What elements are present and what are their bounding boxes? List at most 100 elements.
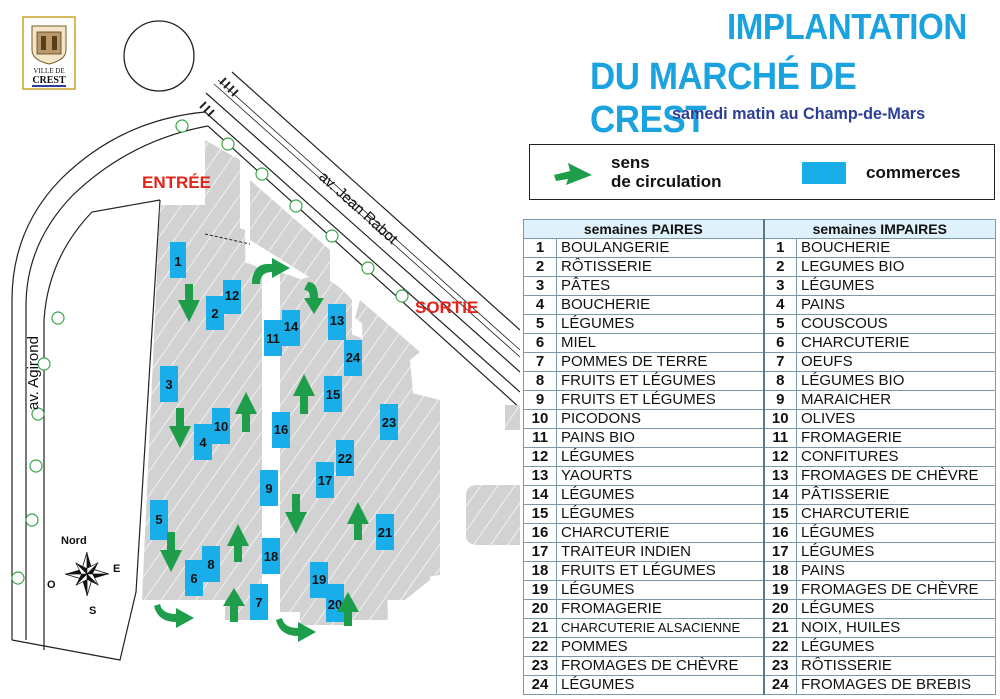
row-number-impaires: 19 bbox=[762, 580, 798, 600]
arrow-up bbox=[347, 502, 369, 540]
svg-text:22: 22 bbox=[338, 451, 352, 466]
row-commerce-impaires: LÉGUMES bbox=[796, 276, 997, 296]
row-number-impaires: 17 bbox=[762, 542, 798, 562]
row-commerce-paires: LÉGUMES bbox=[555, 314, 765, 334]
row-commerce-paires: FRUITS ET LÉGUMES bbox=[555, 390, 765, 410]
svg-text:4: 4 bbox=[199, 435, 207, 450]
compass-est: E bbox=[113, 563, 120, 575]
stall-20: 20 bbox=[326, 584, 344, 622]
legend-commerces: commerces bbox=[866, 163, 961, 182]
arrow-down bbox=[160, 532, 182, 572]
sortie-label: SORTIE bbox=[415, 298, 478, 317]
stall-24: 24 bbox=[344, 340, 362, 376]
arrow-curve-right bbox=[276, 618, 316, 642]
row-number-paires: 23 bbox=[523, 656, 557, 676]
stall-23: 23 bbox=[380, 404, 398, 440]
row-commerce-impaires: PAINS bbox=[796, 295, 997, 315]
stall-15: 15 bbox=[324, 376, 342, 412]
arrow-curve-right bbox=[252, 258, 290, 284]
row-number-impaires: 9 bbox=[762, 390, 798, 410]
row-number-impaires: 2 bbox=[762, 257, 798, 277]
row-number-paires: 10 bbox=[523, 409, 557, 429]
row-commerce-impaires: LÉGUMES bbox=[796, 599, 997, 619]
row-number-impaires: 6 bbox=[762, 333, 798, 353]
parking-areas bbox=[142, 140, 520, 625]
svg-text:15: 15 bbox=[326, 387, 340, 402]
svg-text:23: 23 bbox=[382, 415, 396, 430]
stall-14: 14 bbox=[282, 310, 300, 346]
svg-text:13: 13 bbox=[330, 313, 344, 328]
stalls: 1 2 12 3 4 10 11 14 13 24 15 16 23 22 17… bbox=[150, 242, 398, 622]
row-number-paires: 6 bbox=[523, 333, 557, 353]
stall-5: 5 bbox=[150, 500, 168, 540]
row-number-impaires: 21 bbox=[762, 618, 798, 638]
arrow-curve-right bbox=[154, 604, 194, 628]
logo-line2: CREST bbox=[32, 75, 66, 86]
row-commerce-impaires: LÉGUMES BIO bbox=[796, 371, 997, 391]
row-commerce-paires: FRUITS ET LÉGUMES bbox=[555, 371, 765, 391]
row-commerce-paires: LÉGUMES bbox=[555, 580, 765, 600]
row-number-impaires: 20 bbox=[762, 599, 798, 619]
street-label-agirond: av. Agirond bbox=[25, 336, 42, 410]
legend-circulation: sens de circulation bbox=[611, 153, 722, 191]
row-commerce-paires: LÉGUMES bbox=[555, 485, 765, 505]
row-commerce-paires: RÔTISSERIE bbox=[555, 257, 765, 277]
svg-text:19: 19 bbox=[312, 572, 326, 587]
row-number-paires: 4 bbox=[523, 295, 557, 315]
header-paires: semaines PAIRES bbox=[522, 219, 765, 239]
svg-text:20: 20 bbox=[328, 597, 342, 612]
row-commerce-impaires: LEGUMES BIO bbox=[796, 257, 997, 277]
logo-line1: VILLE DE bbox=[33, 67, 64, 75]
row-commerce-paires: LÉGUMES bbox=[555, 447, 765, 467]
stall-19: 19 bbox=[310, 562, 328, 598]
trees bbox=[11, 119, 409, 585]
arrow-down bbox=[285, 494, 307, 534]
row-commerce-impaires: FROMAGES DE BREBIS bbox=[796, 675, 997, 695]
row-commerce-paires: POMMES bbox=[555, 637, 765, 657]
row-number-impaires: 8 bbox=[762, 371, 798, 391]
svg-text:2: 2 bbox=[211, 306, 218, 321]
row-commerce-paires: CHARCUTERIE bbox=[555, 523, 765, 543]
row-commerce-paires: FRUITS ET LÉGUMES bbox=[555, 561, 765, 581]
row-number-paires: 14 bbox=[523, 485, 557, 505]
row-number-impaires: 23 bbox=[762, 656, 798, 676]
stall-17: 17 bbox=[316, 462, 334, 498]
legend-circulation-line1: sens bbox=[611, 153, 650, 172]
row-commerce-paires: LÉGUMES bbox=[555, 504, 765, 524]
commerces-swatch bbox=[802, 162, 846, 184]
compass-sud: S bbox=[89, 605, 96, 617]
row-number-impaires: 22 bbox=[762, 637, 798, 657]
arrow-down bbox=[169, 408, 191, 448]
row-number-paires: 2 bbox=[523, 257, 557, 277]
page-title-line2: DU MARCHÉ DE CREST bbox=[590, 56, 857, 141]
roundabout bbox=[123, 20, 195, 92]
svg-text:9: 9 bbox=[265, 481, 272, 496]
svg-text:16: 16 bbox=[274, 422, 288, 437]
row-number-paires: 1 bbox=[523, 238, 557, 258]
row-commerce-impaires: PAINS bbox=[796, 561, 997, 581]
row-commerce-impaires: MARAICHER bbox=[796, 390, 997, 410]
compass-rose: Nord E S O bbox=[47, 535, 120, 617]
stall-6: 6 bbox=[185, 560, 203, 596]
stall-12: 12 bbox=[223, 280, 241, 314]
row-commerce-paires: MIEL bbox=[555, 333, 765, 353]
svg-text:24: 24 bbox=[346, 350, 361, 365]
row-commerce-impaires: FROMAGES DE CHÈVRE bbox=[796, 466, 997, 486]
row-number-impaires: 10 bbox=[762, 409, 798, 429]
row-number-paires: 20 bbox=[523, 599, 557, 619]
svg-text:7: 7 bbox=[255, 595, 262, 610]
compass-nord: Nord bbox=[61, 535, 87, 547]
dashed-marker bbox=[204, 233, 251, 245]
row-number-paires: 7 bbox=[523, 352, 557, 372]
svg-text:1: 1 bbox=[174, 254, 181, 269]
